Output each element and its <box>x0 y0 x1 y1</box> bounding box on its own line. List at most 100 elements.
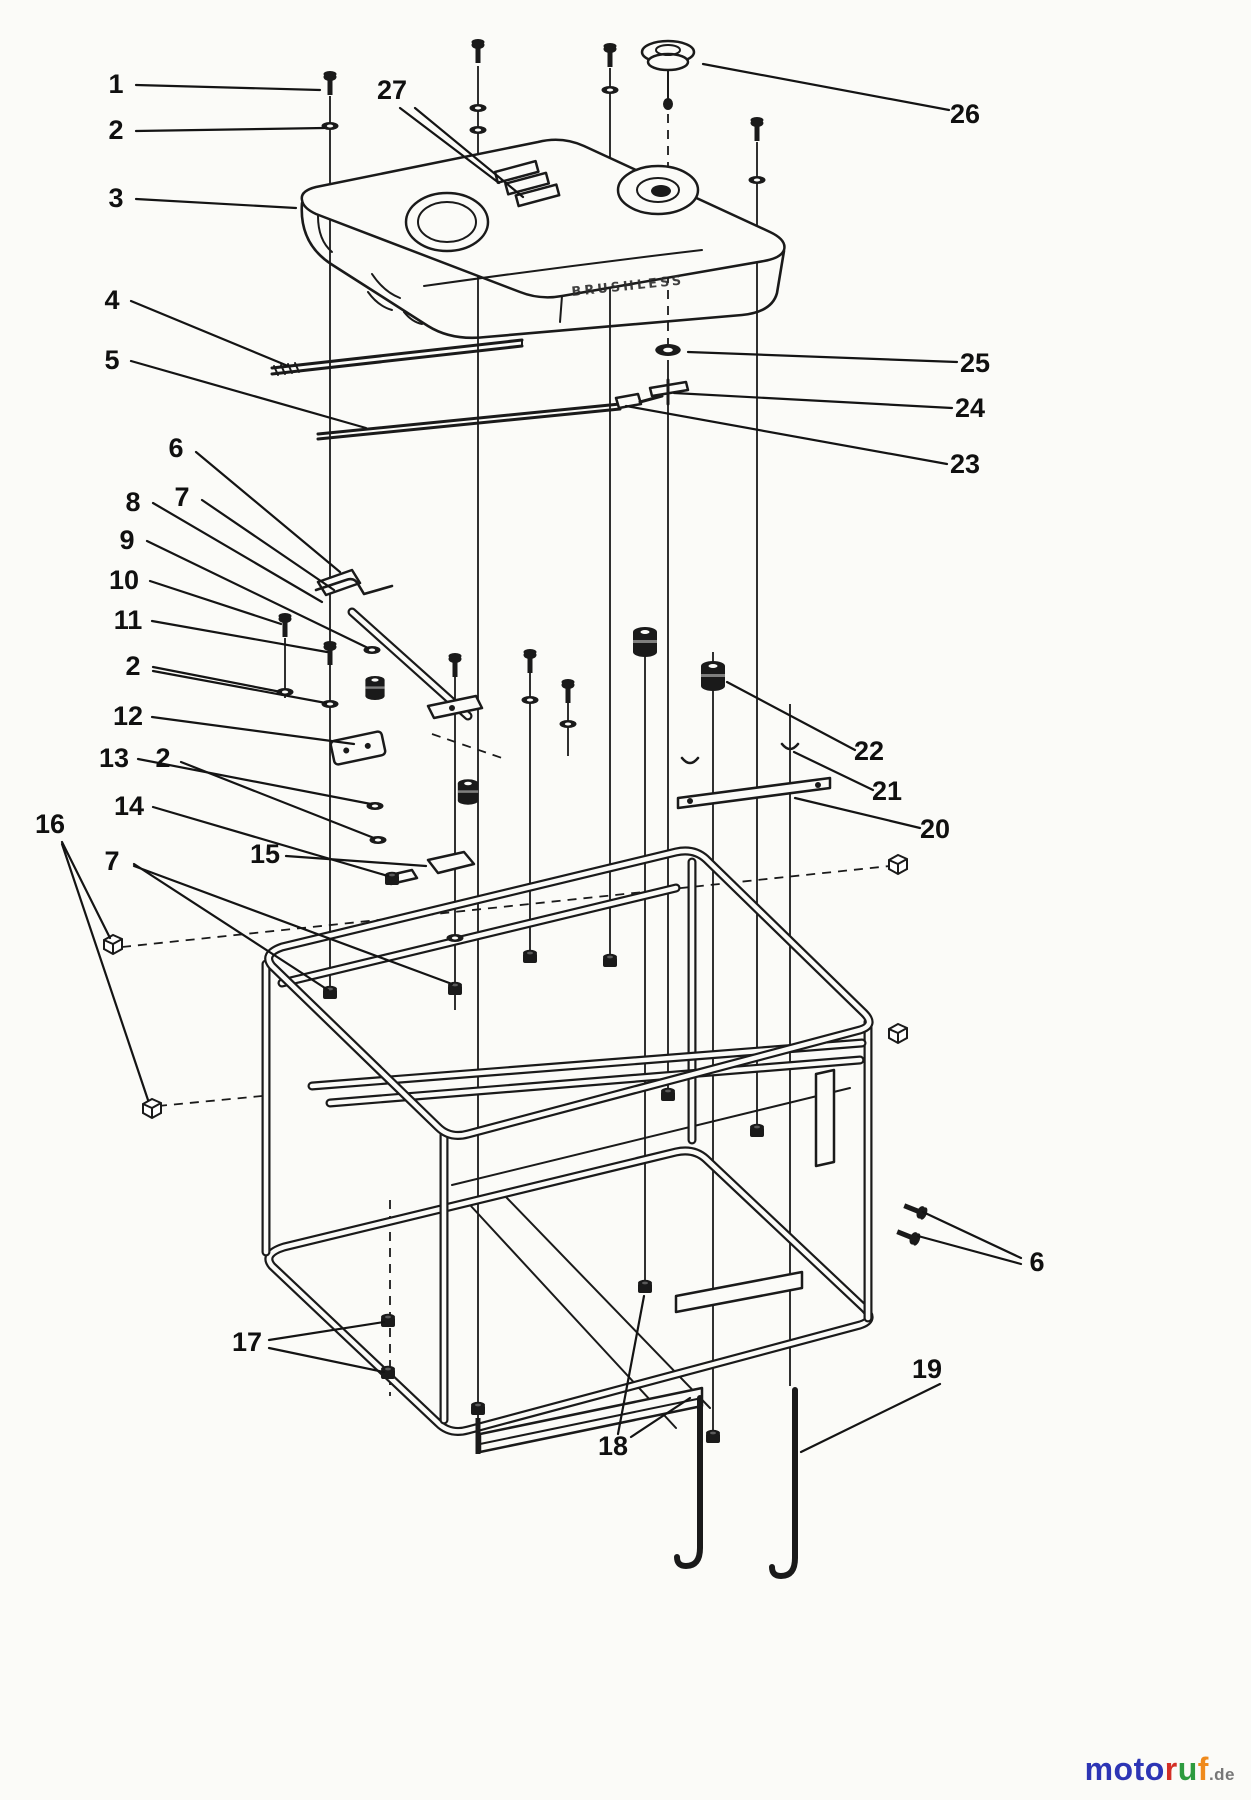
nut <box>385 871 399 885</box>
leader-line <box>267 1346 386 1374</box>
leader-line <box>134 83 322 92</box>
callout-label-9: 9 <box>119 525 134 555</box>
skid-plate <box>674 1270 804 1314</box>
leader-line <box>686 350 959 364</box>
nut <box>661 1087 675 1101</box>
leader-line <box>132 864 454 986</box>
bracket-assembly <box>314 568 484 886</box>
nut <box>381 1313 395 1327</box>
leader-line <box>629 1396 692 1439</box>
leader-line <box>624 404 949 466</box>
callout-label-1: 1 <box>108 69 123 99</box>
leader-line <box>132 862 330 992</box>
callout-label-23: 23 <box>950 449 980 479</box>
callout-label-27: 27 <box>377 75 407 105</box>
callout-label-13: 13 <box>99 743 129 773</box>
washer <box>321 700 339 708</box>
mid-bracket <box>426 694 484 720</box>
callout-label-26: 26 <box>950 99 980 129</box>
callout-label-10: 10 <box>109 565 139 595</box>
l-bracket <box>426 850 476 875</box>
tank-decals <box>493 159 561 208</box>
leader-line <box>129 359 368 430</box>
clip <box>142 1098 162 1119</box>
bolt <box>901 1199 929 1221</box>
callout-label-16: 16 <box>35 809 65 839</box>
leader-line <box>150 715 356 746</box>
leader-line <box>398 106 501 185</box>
bolt <box>323 71 337 95</box>
bolt <box>561 679 575 703</box>
fuel-cap <box>640 39 696 110</box>
washer <box>469 104 487 112</box>
leader-line <box>793 796 922 830</box>
callout-label-18: 18 <box>598 1431 628 1461</box>
bolt <box>278 613 292 637</box>
callout-label-2: 2 <box>125 651 140 681</box>
leader-line <box>616 1294 646 1436</box>
rubber-mount <box>633 627 657 657</box>
callout-label-6: 6 <box>168 433 183 463</box>
clip <box>888 854 908 875</box>
nut <box>750 1123 764 1137</box>
filler-neck <box>616 164 700 216</box>
tubular-frame <box>261 846 874 1436</box>
callout-label-4: 4 <box>104 285 119 315</box>
rubber-mount <box>365 676 385 700</box>
leader-line <box>136 757 373 806</box>
watermark-suffix: .de <box>1208 1765 1235 1784</box>
leader-line <box>921 1210 1023 1260</box>
mount-plate <box>329 730 387 766</box>
threaded-rods <box>475 1387 798 1580</box>
retainer-clip <box>680 756 700 765</box>
leader-line <box>672 391 954 410</box>
callout-label-19: 19 <box>912 1354 942 1384</box>
washer <box>469 126 487 134</box>
callout-label-7: 7 <box>174 482 189 512</box>
fuel-tank-lid: BRUSHLESS <box>300 138 786 340</box>
callout-label-2: 2 <box>155 743 170 773</box>
washer <box>601 86 619 94</box>
clip <box>888 1023 908 1044</box>
leader-line <box>413 106 525 199</box>
nut <box>523 949 537 963</box>
callout-label-11: 11 <box>114 605 143 635</box>
leader-line <box>60 840 112 940</box>
callout-label-8: 8 <box>125 487 140 517</box>
leader-line <box>151 805 390 878</box>
support-bar <box>676 776 832 810</box>
leader-line <box>179 760 376 840</box>
frame-floor <box>451 1068 851 1454</box>
bolt <box>471 39 485 63</box>
washer <box>521 696 539 704</box>
fuel-opening <box>404 191 490 253</box>
callout-label-25: 25 <box>960 348 990 378</box>
callout-label-15: 15 <box>250 839 280 869</box>
support-rod <box>270 338 524 376</box>
callout-label-21: 21 <box>872 776 902 806</box>
leader-line <box>194 450 342 574</box>
nut <box>471 1401 485 1415</box>
side-panel <box>814 1068 836 1168</box>
bolt <box>523 649 537 673</box>
leader-line <box>151 669 328 705</box>
nut <box>603 953 617 967</box>
clip <box>103 934 123 955</box>
leader-line <box>267 1320 386 1342</box>
callout-label-2: 2 <box>108 115 123 145</box>
bolt <box>323 641 337 665</box>
leader-line <box>151 665 283 694</box>
watermark-logo[interactable]: motoruf.de <box>1085 1751 1235 1788</box>
leader-line <box>799 1382 942 1454</box>
hardware-grommets <box>365 627 725 805</box>
callout-label-17: 17 <box>232 1327 262 1357</box>
rod-end-clevis <box>614 392 643 410</box>
callout-label-14: 14 <box>114 791 144 821</box>
leader-line <box>701 62 951 112</box>
washer <box>446 934 464 942</box>
leader-line <box>148 579 283 626</box>
leader-line <box>151 501 324 604</box>
retainer-clip <box>780 742 800 751</box>
